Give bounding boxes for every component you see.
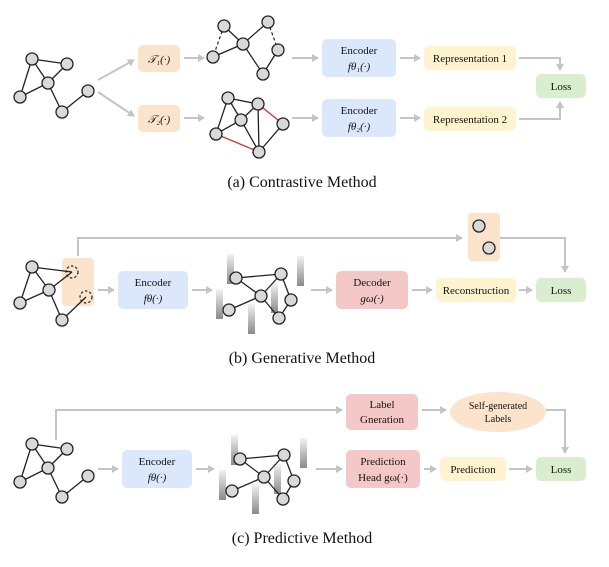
loss-c-label: Loss [551,464,572,476]
encoder-b-function: fθ(·) [144,293,163,305]
prediction-head-box [346,450,420,488]
encoder-1-function: fθ₁(·) [348,61,371,73]
arrow-rep2-loss [519,101,564,120]
arrow-split-down [97,91,135,117]
prediction-head-line2: Head gω(·) [358,472,408,484]
representation-1-box [424,46,516,70]
augmented-view-2 [209,91,290,159]
loss-a-box [536,74,586,98]
contrastive-panel: 𝒯₁(·) 𝒯₂(·) [13,15,586,191]
decoder-box [336,271,408,309]
encoder-b-name: Encoder [135,277,172,289]
self-generated-line2: Labels [485,414,512,425]
arrow-split-up [97,59,135,81]
generative-panel: Encoder fθ(·) Decoder gω(·) [13,213,586,367]
arrow-selfgen-loss [546,409,569,454]
encoder-2-function: fθ₂(·) [348,121,371,133]
self-generated-labels-ellipse [450,392,546,432]
prediction-label: Prediction [450,464,496,476]
arrow-masked-target [77,234,463,256]
caption-contrastive: (a) Contrastive Method [227,174,376,191]
embedded-graph-c [219,435,307,514]
label-generation-line1: Label [369,399,394,411]
augmentation-2-box [138,105,180,132]
loss-c-box [536,457,586,481]
arrow-target-loss [500,237,569,273]
loss-b-label: Loss [551,285,572,297]
representation-2-label: Representation 2 [433,114,507,126]
representation-2-box [424,107,516,131]
label-generation-box [346,394,418,430]
decoder-name: Decoder [353,277,391,289]
arrow-rep1-loss [519,57,564,71]
reconstruction-box [436,278,516,302]
encoder-1-box [322,39,396,77]
mask-highlight [62,258,94,306]
label-generation-line2: Gneration [360,414,404,426]
arrow-input-labelgen [55,406,343,440]
encoder-c-function: fθ(·) [148,472,167,484]
augmented-view-1 [206,15,285,81]
encoder-2-box [322,99,396,137]
prediction-box [440,457,506,481]
encoder-2-name: Encoder [341,105,378,117]
caption-generative: (b) Generative Method [229,350,376,367]
loss-a-label: Loss [551,81,572,93]
augmentation-2-label: 𝒯₂(·) [148,114,171,126]
reconstruction-label: Reconstruction [443,285,510,297]
input-graph-a [13,52,95,119]
representation-1-label: Representation 1 [433,53,507,65]
embedded-graph-b [216,254,304,334]
prediction-head-line1: Prediction [360,456,406,468]
input-graph-c [13,437,95,504]
augmentation-1-box [138,45,180,72]
self-generated-line1: Self-generated [469,401,527,412]
encoder-c-name: Encoder [139,456,176,468]
masked-nodes-box [468,213,500,261]
predictive-panel: Label Gneration Self-generated Labels En… [13,392,586,547]
encoder-1-name: Encoder [341,45,378,57]
augmentation-1-label: 𝒯₁(·) [148,54,171,66]
encoder-b-box [118,271,188,309]
decoder-function: gω(·) [360,293,384,305]
caption-predictive: (c) Predictive Method [232,530,372,547]
masked-input-graph [13,258,94,327]
loss-b-box [536,278,586,302]
encoder-c-box [122,450,192,488]
